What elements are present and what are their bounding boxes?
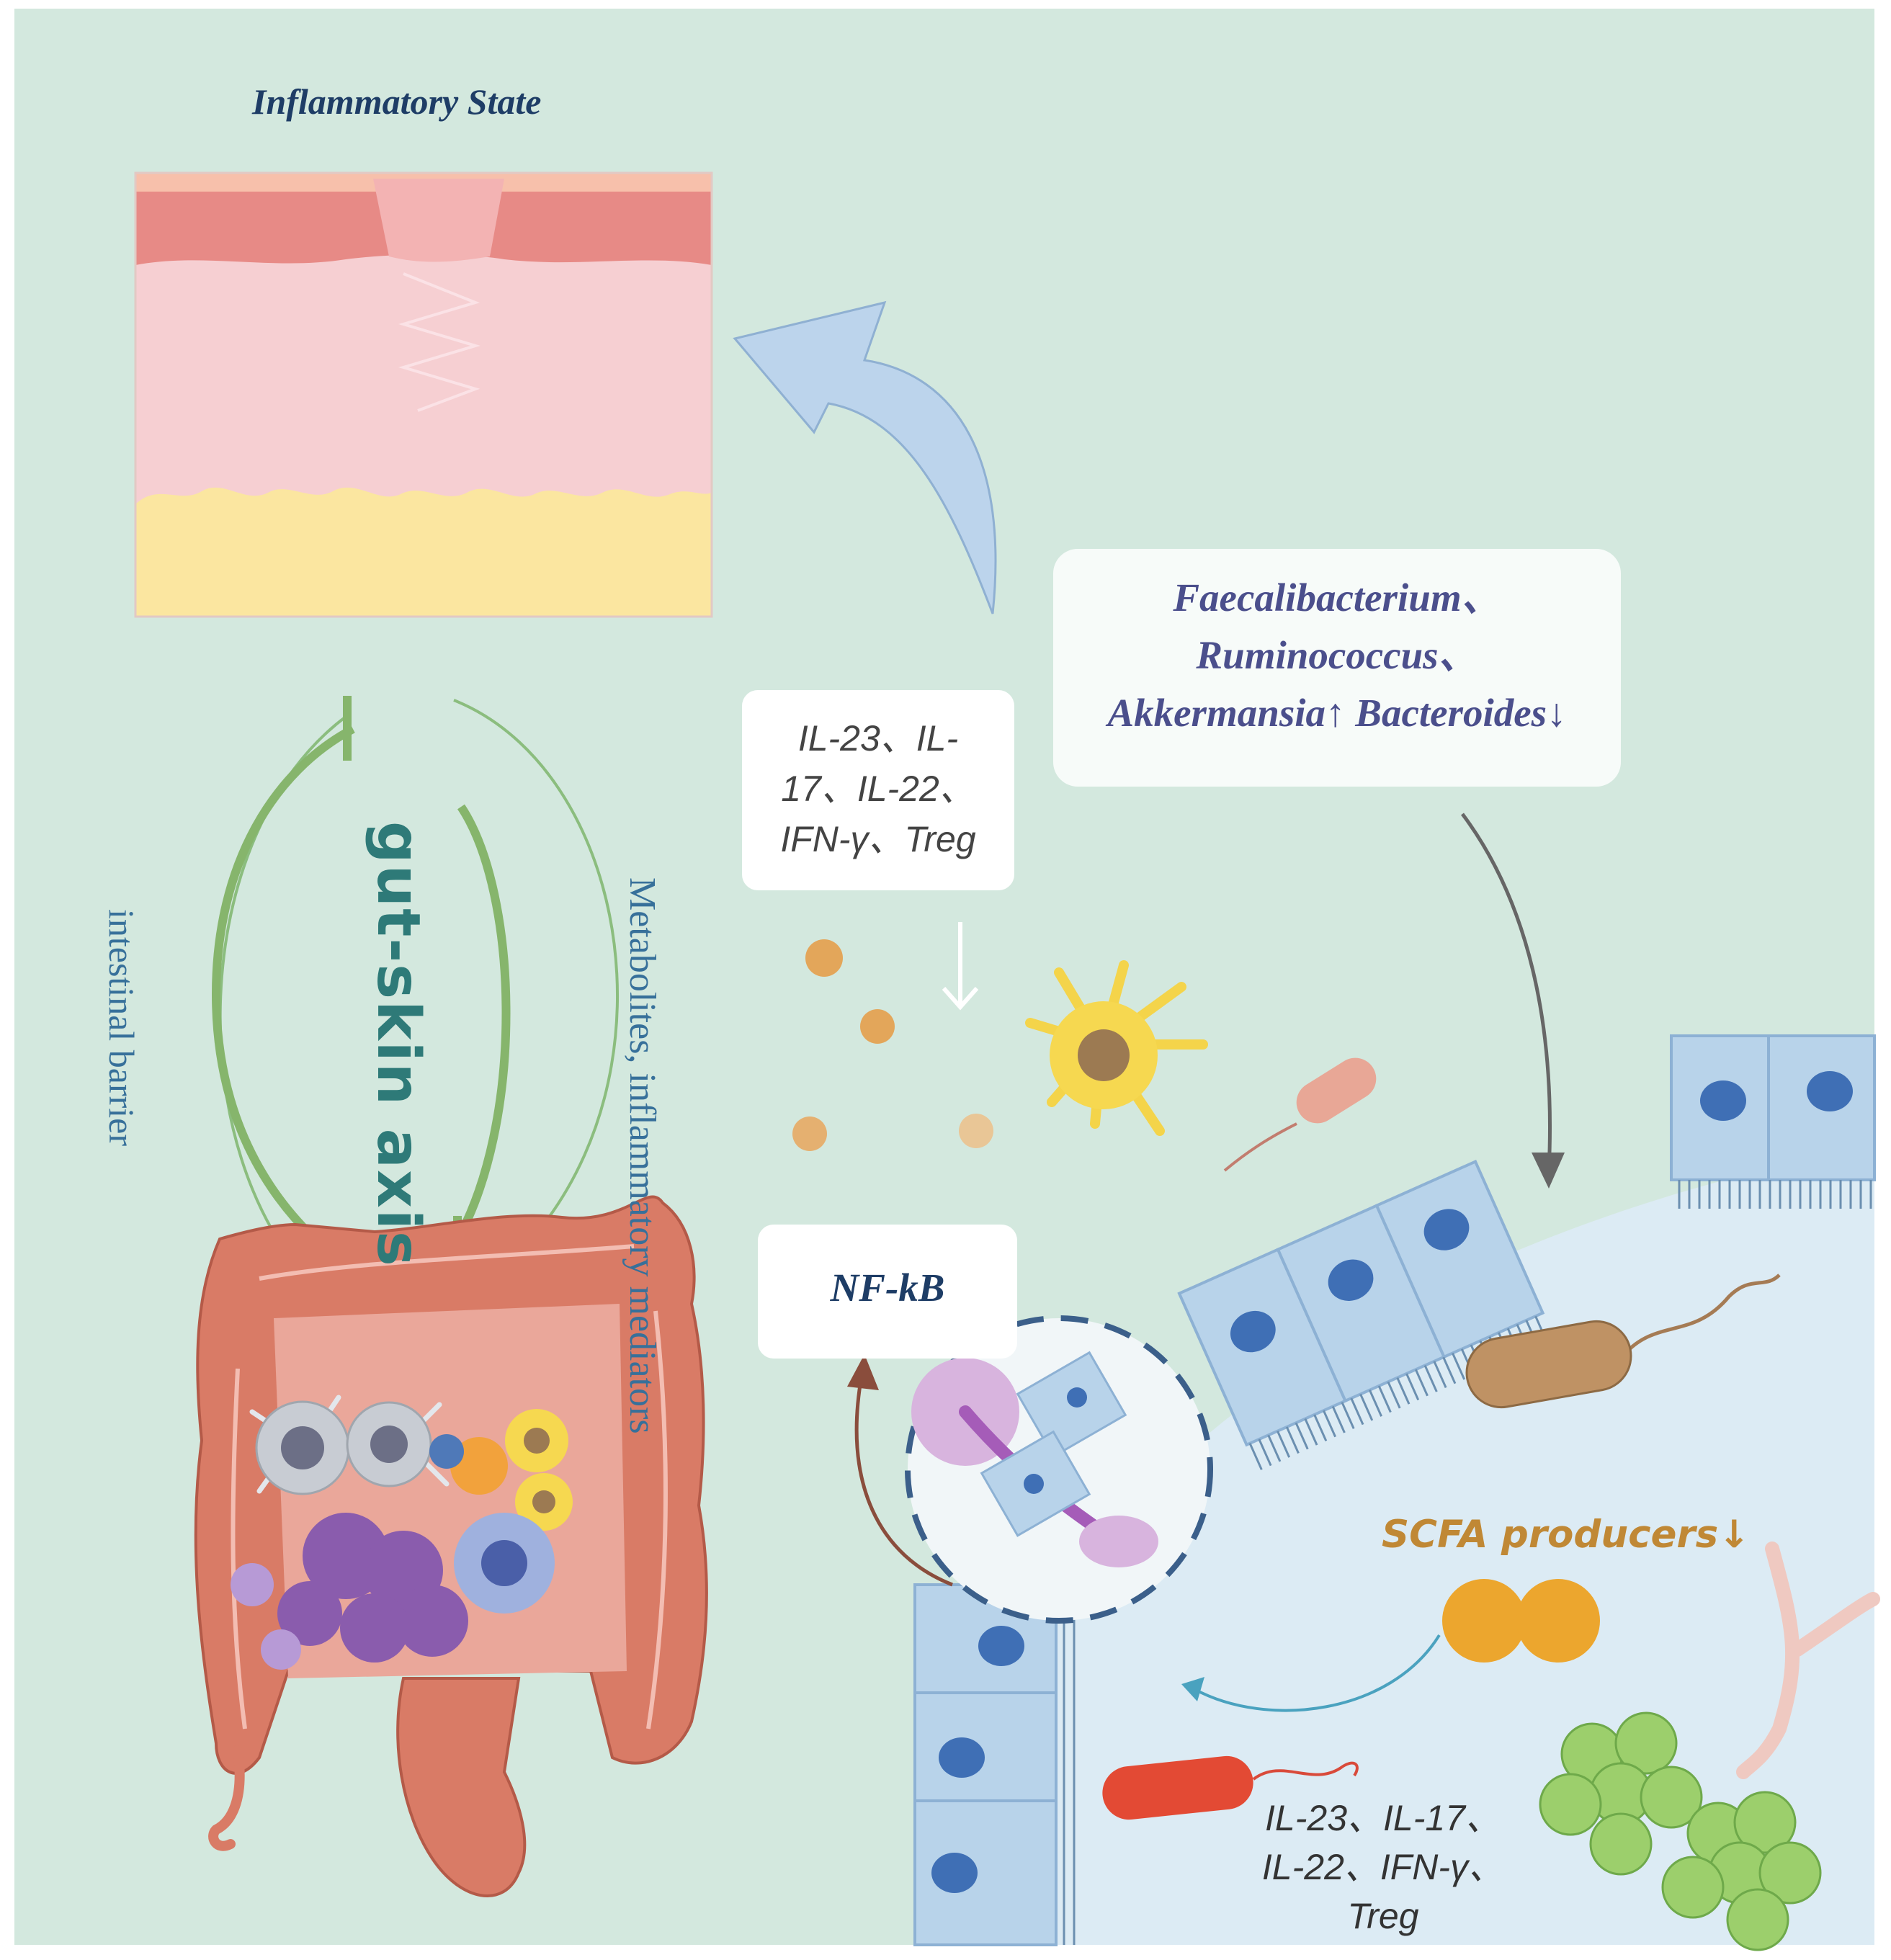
bacteria-box-text: Faecalibacterium、 Ruminococcus、 Akkerman… <box>1053 569 1621 742</box>
bacterium-brown <box>1465 1274 1781 1409</box>
epithelial-zoom-circle <box>905 1315 1213 1624</box>
scfa-arrow-head <box>1181 1677 1204 1701</box>
cytokine-box <box>742 690 1014 890</box>
skin-cross-section <box>135 173 712 617</box>
skin-lesion <box>373 179 504 262</box>
nfkb-arrow-head <box>847 1354 879 1390</box>
bacteria-line-3: Akkermansia↑ Bacteroides↓ <box>1107 691 1567 735</box>
scfa-arrow <box>1194 1634 1441 1712</box>
epithelium-bottom <box>913 1583 1082 1946</box>
scfa-label: SCFA producers↓ <box>1382 1513 1751 1557</box>
inhibit-arc-right <box>450 804 511 1249</box>
inhibit-arc-left <box>211 725 363 1279</box>
epithelium-top-right <box>1670 1034 1876 1209</box>
skin-panel-title: Inflammatory State <box>252 81 542 122</box>
down-arrow <box>942 922 979 1011</box>
skin-frame <box>134 171 713 618</box>
bacterium-red <box>1102 1755 1359 1820</box>
cytokine-box-text: IL-23、IL- 17、IL-22、 IFN-γ、Treg <box>749 713 1007 864</box>
bacteria-to-gut-arrow <box>1460 813 1552 1171</box>
colon-illustration <box>194 1195 708 1898</box>
cytokine-line-3: IFN-γ、Treg <box>780 819 976 859</box>
metabolite-dots <box>792 939 993 1151</box>
cytokine-line-2: 17、IL-22、 <box>781 769 975 809</box>
bacteria-line-1: Faecalibacterium、 <box>1173 576 1501 619</box>
filamentous-microbe <box>1736 1541 1880 1779</box>
bacteria-arrow-head <box>1532 1153 1565 1189</box>
nfkb-label: NF-kB <box>830 1266 945 1310</box>
gut-cytokine-line-2: IL-22、IFN-γ、 <box>1261 1847 1505 1887</box>
bacteria-line-2: Ruminococcus、 <box>1196 633 1478 677</box>
metabolites-label: Metabolites, inflammatory mediators <box>622 877 663 1434</box>
intestinal-barrier-label: intestinal barrier <box>102 909 142 1147</box>
gut-skin-axis-label: gut-skin axis <box>364 821 432 1268</box>
gut-cytokine-line-1: IL-23、IL-17、 <box>1265 1798 1501 1838</box>
scfa-producer-cells <box>1442 1579 1600 1663</box>
nfkb-box <box>758 1225 1017 1359</box>
dendritic-cell-yellow <box>1025 960 1208 1136</box>
to-skin-arrow <box>733 300 997 614</box>
gut-cytokine-text: IL-23、IL-17、 IL-22、IFN-γ、 Treg <box>1196 1794 1570 1941</box>
cytokine-line-1: IL-23、IL- <box>797 718 959 759</box>
gut-cytokine-line-3: Treg <box>1347 1896 1419 1936</box>
green-coccus-cluster <box>1539 1711 1822 1951</box>
bacterium-pink <box>1223 1057 1377 1172</box>
epithelium-to-nfkb-arrow <box>854 1375 953 1587</box>
bacteria-box <box>1053 549 1621 787</box>
